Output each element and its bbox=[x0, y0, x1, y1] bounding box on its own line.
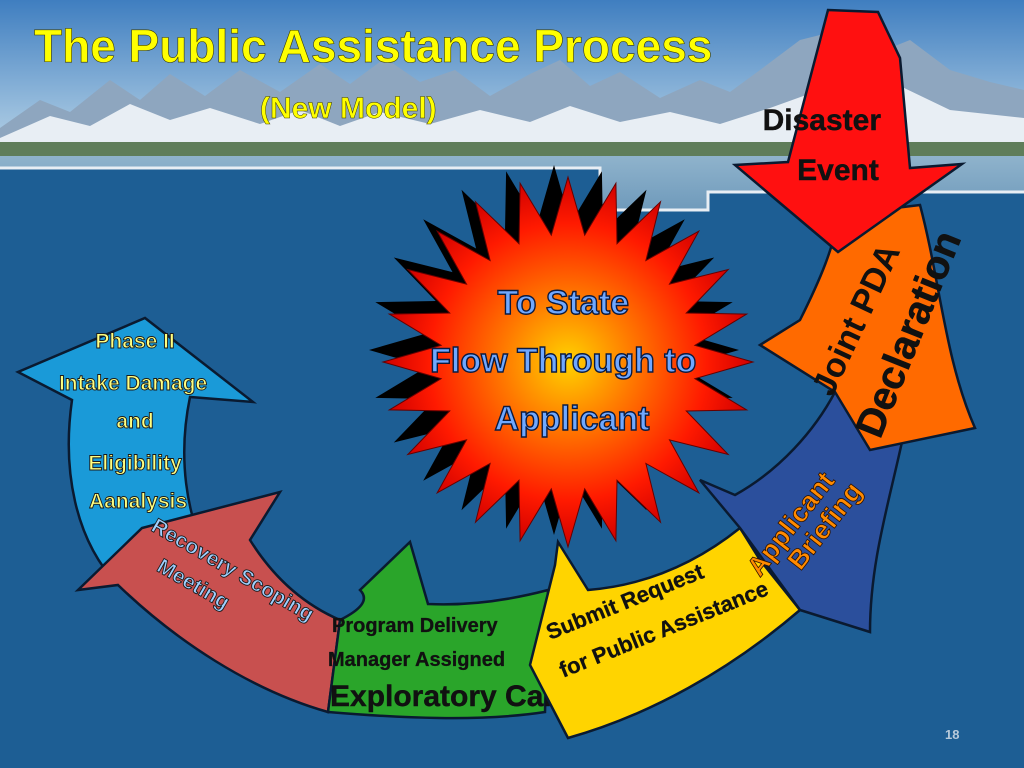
step-program-delivery: Program Delivery Manager Assigned Explor… bbox=[326, 539, 560, 720]
burst-line-3: Applicant bbox=[495, 400, 650, 438]
phase-ii-line-1: Phase II bbox=[95, 330, 174, 353]
program-delivery-line-3: Exploratory Call bbox=[330, 680, 560, 713]
step-applicant-briefing: Applicant Briefing bbox=[699, 390, 907, 634]
disaster-event-line-2: Event bbox=[797, 154, 879, 187]
phase-ii-line-4: Eligibility bbox=[88, 452, 182, 475]
burst-line-1: To State bbox=[497, 284, 629, 322]
svg-text:To State Flow Through to: To State Flow Through to Applicant bbox=[430, 284, 706, 438]
slide-subtitle: (New Model) bbox=[260, 92, 437, 125]
phase-ii-line-2: Intake Damage bbox=[59, 372, 207, 395]
slide-title: The Public Assistance Process bbox=[34, 20, 712, 72]
phase-ii-line-3: and bbox=[116, 410, 153, 433]
center-starburst: To State Flow Through to Applicant bbox=[369, 165, 755, 549]
burst-line-2: Flow Through to bbox=[430, 342, 696, 380]
page-number: 18 bbox=[945, 727, 959, 742]
phase-ii-line-5: Aanalysis bbox=[89, 490, 187, 513]
step-phase-ii: Phase II Intake Damage and Eligibility A… bbox=[15, 316, 258, 587]
disaster-event-line-1: Disaster bbox=[763, 104, 882, 137]
step-disaster-event: Disaster Event bbox=[731, 8, 967, 254]
program-delivery-line-1: Program Delivery bbox=[332, 615, 499, 637]
svg-text:Phase II Intake Damage: Phase II Intake Damage and Eligibility A… bbox=[59, 330, 213, 513]
program-delivery-line-2: Manager Assigned bbox=[328, 649, 505, 671]
svg-text:Disaster Event: Disaster Event bbox=[763, 104, 890, 187]
svg-text:Program Delivery Manager: Program Delivery Manager Assigned bbox=[328, 615, 505, 671]
